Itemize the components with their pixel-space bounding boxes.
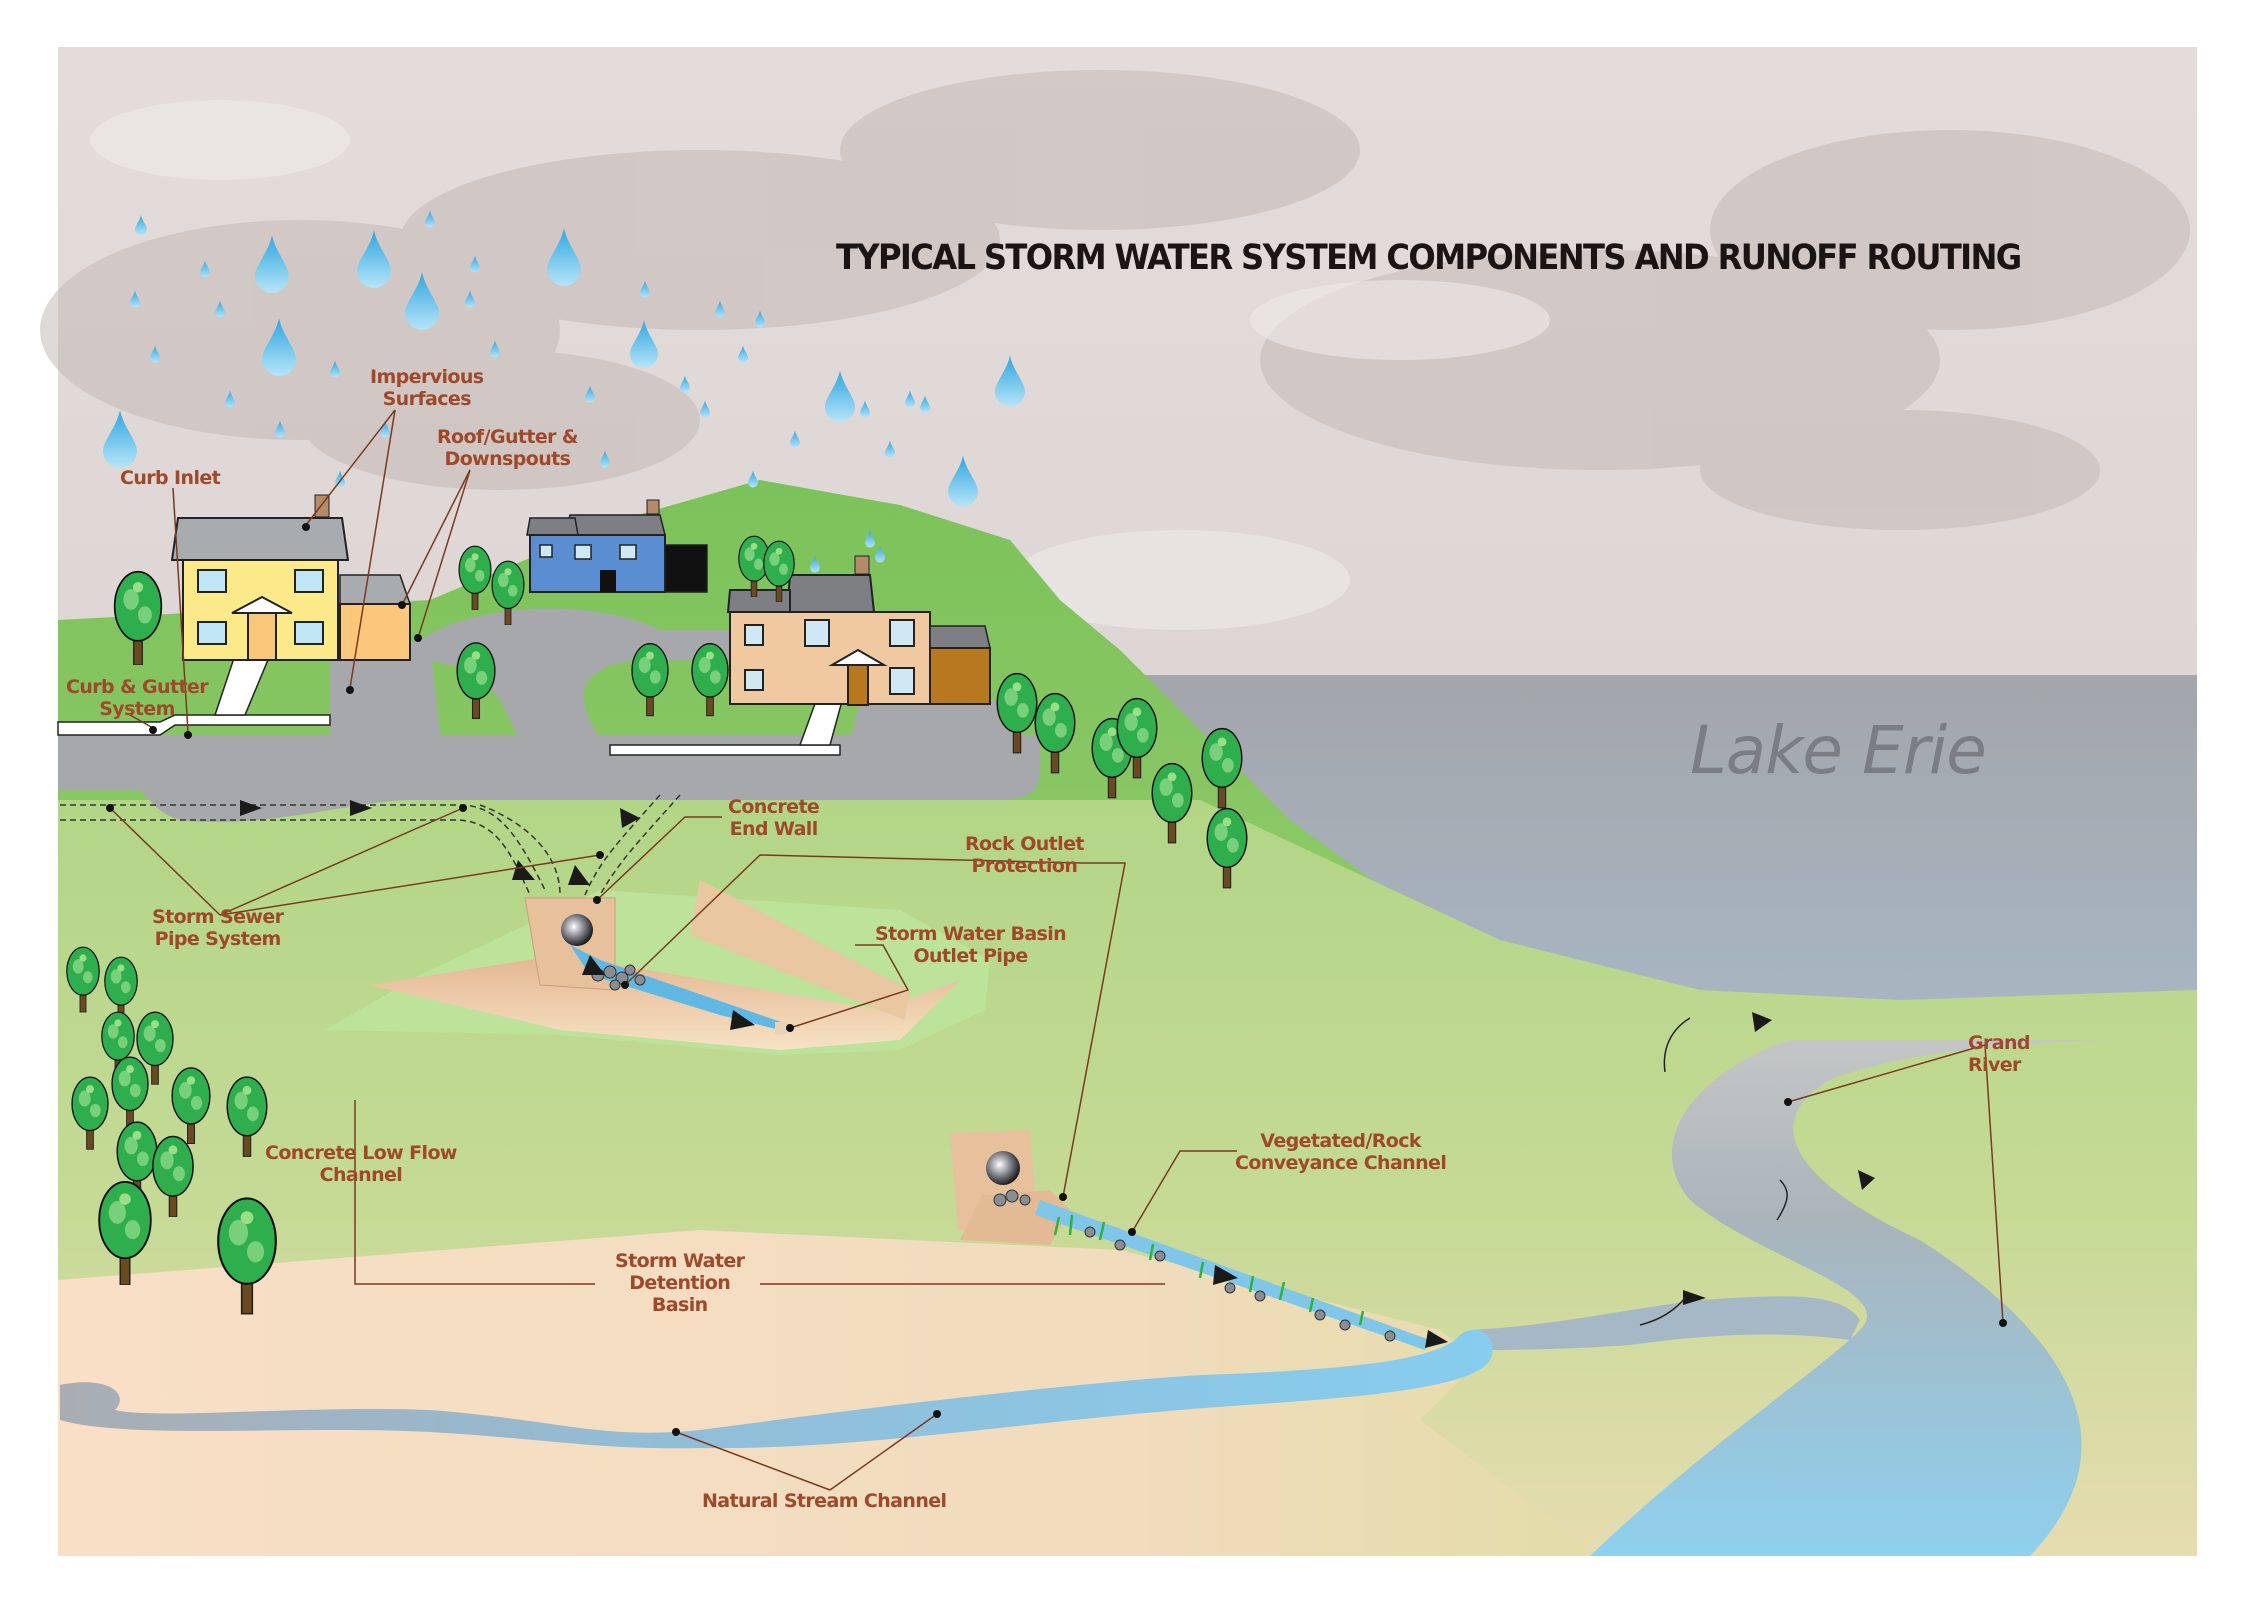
label-curb-inlet: Curb Inlet (120, 467, 221, 489)
label-concrete-low-flow-channel: Concrete Low Flow Channel (265, 1142, 457, 1186)
label-curb-gutter-system: Curb & Gutter System (66, 676, 209, 720)
flood-plain (58, 1230, 1600, 1556)
label-natural-stream-channel: Natural Stream Channel (702, 1490, 947, 1512)
flow-arrows (240, 800, 1875, 1348)
leader-lines (109, 409, 2004, 1491)
diagram-title: TYPICAL STORM WATER SYSTEM COMPONENTS AN… (836, 238, 2022, 278)
label-concrete-end-wall: Concrete End Wall (728, 796, 820, 840)
leader-dots (106, 523, 2007, 1436)
label-storm-sewer-pipe-system: Storm Sewer Pipe System (152, 906, 284, 950)
natural-stream (60, 1329, 1493, 1449)
label-rock-outlet-protection: Rock Outlet Protection (965, 833, 1084, 877)
lake-erie-label: Lake Erie (1690, 712, 1987, 789)
grand-river (1590, 1040, 2130, 1556)
label-grand-river: Grand River (1968, 1032, 2031, 1076)
label-impervious-surfaces: Impervious Surfaces (370, 366, 484, 410)
label-vegetated-rock-conveyance-channel: Vegetated/Rock Conveyance Channel (1235, 1130, 1447, 1174)
label-storm-water-basin-outlet-pipe: Storm Water Basin Outlet Pipe (875, 923, 1067, 967)
tributary-channel (1470, 1296, 1860, 1350)
flow-arrow-curves (1639, 1017, 1788, 1326)
house-yellow (170, 494, 412, 661)
detention-basin (325, 880, 990, 1055)
label-roof-gutter-downspouts: Roof/Gutter & Downspouts (437, 426, 578, 470)
house-tan (726, 555, 991, 706)
house-blue (526, 499, 708, 593)
streets (58, 608, 1040, 823)
light-clouds (90, 100, 1550, 630)
label-storm-water-detention-basin: Storm Water Detention Basin (615, 1250, 745, 1316)
